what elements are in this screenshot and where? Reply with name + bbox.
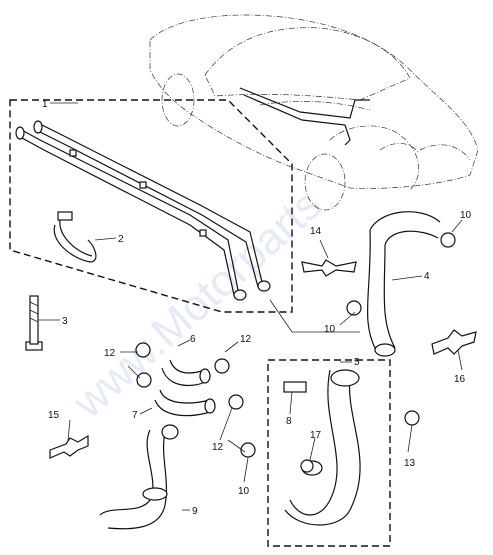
- hose-item-6: [161, 359, 211, 387]
- callout-10-top: 10: [460, 210, 472, 221]
- callout-12-right: 12: [240, 334, 252, 345]
- car-pipes: [239, 87, 370, 146]
- car-outline: [149, 14, 479, 211]
- callout-4: 4: [424, 271, 430, 282]
- pipe-assembly: [15, 120, 271, 301]
- callout-12-bottom: 12: [212, 442, 224, 453]
- bracket-item-16: [431, 329, 477, 355]
- callout-14: 14: [310, 226, 322, 237]
- clamp-set: [135, 232, 456, 473]
- clip-item-2: [53, 211, 97, 263]
- callout-2: 2: [118, 234, 124, 245]
- callout-12-left: 12: [104, 348, 116, 359]
- bracket-item-14: [301, 259, 357, 277]
- callout-1: 1: [42, 99, 48, 110]
- callout-9: 9: [192, 506, 198, 517]
- hose-item-4: [366, 211, 441, 357]
- bolt-item-3: [25, 295, 43, 351]
- callout-8: 8: [286, 416, 292, 427]
- hose-item-5: [283, 369, 361, 526]
- callout-6: 6: [190, 334, 196, 345]
- callout-15: 15: [48, 410, 60, 421]
- callout-10-mid: 10: [324, 324, 336, 335]
- callout-5: 5: [354, 357, 360, 368]
- leader-lines: [38, 102, 463, 511]
- bracket-item-15: [49, 434, 89, 459]
- group-box-5: [267, 359, 391, 547]
- callout-10-bottom: 10: [238, 486, 250, 497]
- callout-3: 3: [62, 316, 68, 327]
- callout-17: 17: [310, 430, 322, 441]
- hose-item-9: [99, 424, 179, 530]
- callout-labels: 1 2 3 4 5 6 7 8 9 10 10 10 12 12 12 13 1…: [42, 99, 472, 517]
- hose-item-7: [154, 389, 216, 417]
- callout-7: 7: [132, 410, 138, 421]
- group-box-1: [9, 99, 293, 313]
- callout-13: 13: [404, 458, 416, 469]
- callout-16: 16: [454, 374, 466, 385]
